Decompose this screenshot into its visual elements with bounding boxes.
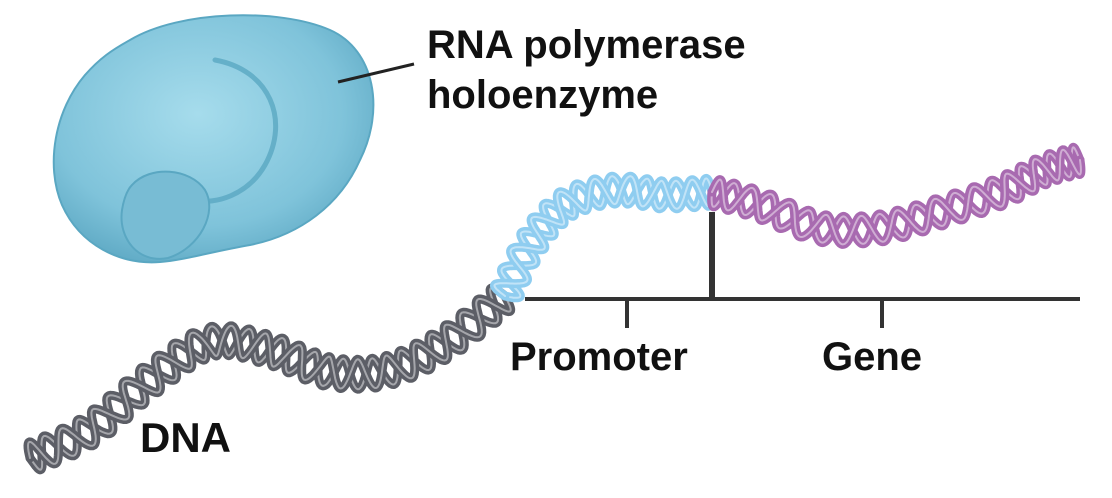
dna-gray-strand-a-highlight — [29, 286, 506, 471]
rna-polymerase-label: RNA polymerase holoenzyme — [427, 20, 746, 120]
rna-polymerase-holoenzyme — [52, 14, 375, 264]
dna-helix-promoter — [490, 171, 717, 303]
gene-label: Gene — [822, 335, 923, 379]
dna-gray-strand-b-highlight — [26, 295, 512, 465]
dna-promoter-strand-b — [490, 171, 717, 301]
enzyme-lobe — [120, 170, 211, 260]
dna-gray-strand-a — [25, 283, 510, 475]
dna-helix-gene — [707, 142, 1086, 249]
promoter-label: Promoter — [510, 335, 688, 379]
promoter-gene-axis — [525, 212, 1080, 328]
dna-helix-gray — [23, 283, 516, 475]
rna-polymerase-label-line1: RNA polymerase — [427, 23, 746, 67]
dna-label: DNA — [140, 414, 231, 461]
dna-gene-strand-b — [707, 145, 1086, 249]
enzyme-leader-line — [337, 62, 415, 84]
dna-promoter-strand-b-highlight — [493, 175, 713, 297]
enzyme-groove — [192, 57, 279, 204]
enzyme-body — [52, 14, 375, 264]
rna-polymerase-label-line2: holoenzyme — [427, 73, 659, 117]
dna-gene-strand-b-highlight — [711, 148, 1082, 246]
dna-gray-strand-b — [23, 291, 516, 469]
